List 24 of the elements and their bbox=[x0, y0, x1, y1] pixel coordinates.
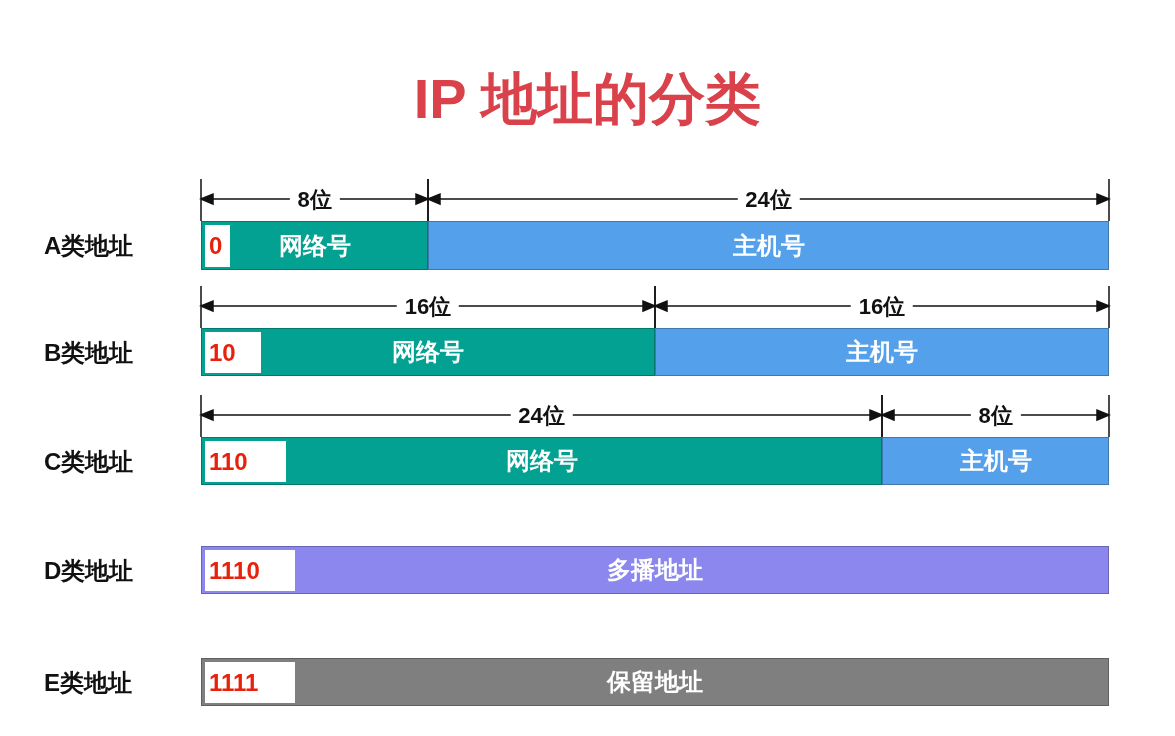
row-label: A类地址 bbox=[44, 231, 134, 261]
field-segment bbox=[201, 221, 428, 270]
prefix-bits: 0 bbox=[205, 225, 230, 267]
prefix-bits: 1111 bbox=[205, 662, 295, 703]
field-segment bbox=[201, 658, 1109, 706]
field-name: 多播地址 bbox=[607, 555, 703, 585]
prefix-bits: 10 bbox=[205, 332, 261, 373]
row-label: C类地址 bbox=[44, 447, 134, 477]
row-label: B类地址 bbox=[44, 338, 134, 368]
field-name: 保留地址 bbox=[607, 667, 703, 697]
prefix-bits: 110 bbox=[205, 441, 286, 482]
field-segment: 主机号 bbox=[882, 437, 1109, 485]
field-name: 网络号 bbox=[392, 337, 464, 367]
field-segment bbox=[201, 328, 655, 376]
field-name: 网络号 bbox=[278, 230, 351, 261]
field-segment: 主机号 bbox=[428, 221, 1109, 270]
field-segment: 主机号 bbox=[655, 328, 1109, 376]
row-label: E类地址 bbox=[44, 668, 132, 698]
title: IP 地址的分类 bbox=[412, 66, 763, 132]
field-segment bbox=[201, 437, 882, 485]
row-label: D类地址 bbox=[44, 556, 134, 586]
field-segment bbox=[201, 546, 1109, 594]
field-name: 网络号 bbox=[505, 446, 578, 476]
prefix-bits: 1110 bbox=[205, 550, 295, 591]
